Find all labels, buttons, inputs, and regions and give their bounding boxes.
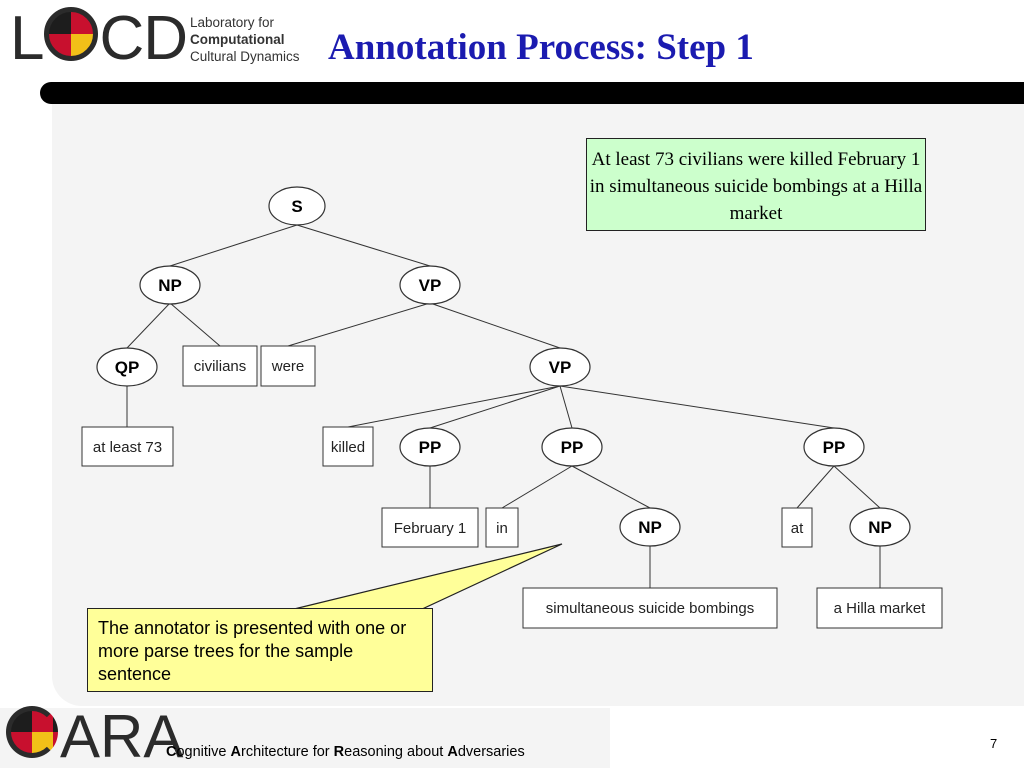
cara-a2: A — [447, 744, 458, 760]
tree-edges — [126, 224, 881, 588]
page-number: 7 — [990, 736, 998, 751]
node-pp-at-label: PP — [823, 438, 846, 457]
maryland-flag-icon — [44, 7, 99, 61]
node-np-subject: NP — [139, 265, 201, 305]
node-vp-inner-label: VP — [549, 358, 572, 377]
cara-c: C — [166, 744, 177, 760]
node-vp-inner: VP — [529, 347, 591, 387]
leaf-at-least-73: at least 73 — [81, 426, 174, 467]
node-np-subject-label: NP — [158, 276, 182, 295]
lccd-letter-l: L — [10, 4, 44, 73]
cara-a: A — [230, 744, 241, 760]
cara-word-2: rchitecture for — [240, 744, 334, 760]
node-np-at: NP — [849, 507, 911, 547]
node-qp: QP — [96, 347, 158, 387]
node-np-in: NP — [619, 507, 681, 547]
node-vp-outer: VP — [399, 265, 461, 305]
leaf-civilians-label: civilians — [194, 358, 247, 375]
node-pp-date: PP — [399, 427, 461, 467]
node-s: S — [268, 186, 326, 226]
leaf-at-label: at — [791, 520, 804, 537]
cara-logo-background — [0, 708, 610, 768]
leaf-hilla-label: a Hilla market — [834, 600, 927, 617]
cara-word-1: ognitive — [176, 744, 231, 760]
node-vp-outer-label: VP — [419, 276, 442, 295]
leaf-simultaneous-label: simultaneous suicide bombings — [546, 600, 754, 617]
left-margin — [0, 84, 52, 706]
lab-line-1: Laboratory for — [190, 15, 275, 30]
leaf-at-least-73-label: at least 73 — [93, 439, 162, 456]
cara-letters-text: ARA — [60, 703, 184, 770]
callout-pointer — [289, 543, 563, 611]
leaf-february-1: February 1 — [381, 507, 479, 548]
node-pp-in-label: PP — [561, 438, 584, 457]
node-np-at-label: NP — [868, 518, 892, 537]
cara-word-4: dversaries — [457, 744, 525, 760]
node-s-label: S — [291, 197, 302, 216]
lccd-letter-c: C — [99, 4, 144, 73]
cara-r: R — [333, 744, 345, 760]
leaf-at: at — [781, 507, 813, 548]
lab-name: Laboratory for Computational Cultural Dy… — [190, 14, 300, 65]
leaf-a-hilla-market: a Hilla market — [816, 587, 943, 629]
leaf-simultaneous-suicide-bombings: simultaneous suicide bombings — [522, 587, 778, 629]
leaf-in-label: in — [496, 520, 508, 537]
leaf-killed: killed — [322, 426, 374, 467]
sample-sentence-box: At least 73 civilians were killed Februa… — [586, 138, 926, 231]
leaf-february-1-label: February 1 — [394, 520, 467, 537]
lccd-letter-d: D — [143, 4, 188, 73]
cara-word-3: easoning about — [344, 744, 448, 760]
node-pp-in: PP — [541, 427, 603, 467]
slide-title: Annotation Process: Step 1 — [328, 27, 754, 68]
maryland-flag-c-icon — [6, 706, 58, 758]
node-np-in-label: NP — [638, 518, 662, 537]
title-divider-bar — [40, 82, 1024, 104]
node-pp-at: PP — [803, 427, 865, 467]
lab-line-2: Computational — [190, 32, 285, 47]
leaf-in: in — [485, 507, 519, 548]
leaf-killed-label: killed — [331, 439, 365, 456]
lab-line-3: Cultural Dynamics — [190, 49, 300, 64]
node-qp-label: QP — [115, 358, 140, 377]
leaf-civilians: civilians — [182, 345, 258, 387]
node-pp-date-label: PP — [419, 438, 442, 457]
cara-wordmark: ARA — [6, 706, 183, 768]
leaf-were-label: were — [271, 358, 305, 375]
cara-expansion: Cognitive Architecture for Reasoning abo… — [166, 744, 525, 760]
annotator-callout: The annotator is presented with one or m… — [87, 608, 433, 692]
leaf-were: were — [260, 345, 316, 387]
